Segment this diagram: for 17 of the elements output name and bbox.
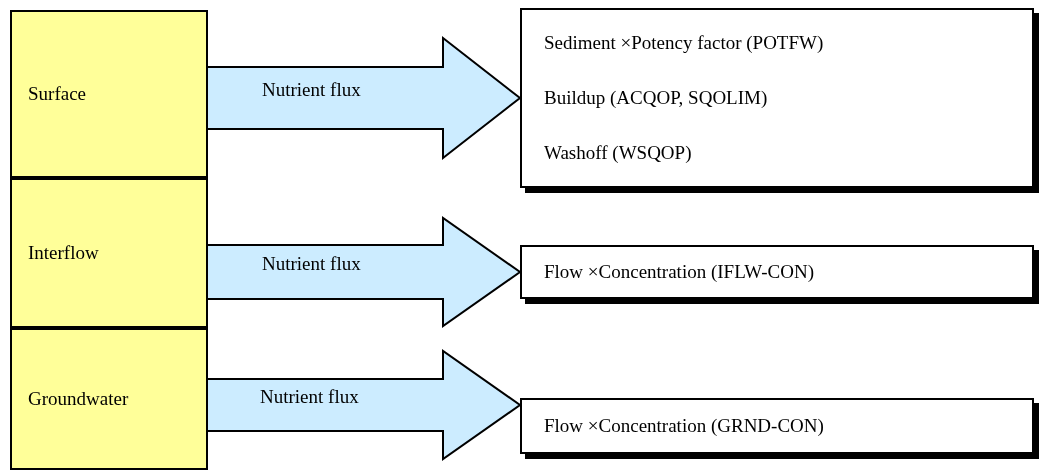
- node-text: Washoff (WSQOP): [544, 141, 693, 164]
- edge-label: Nutrient flux: [262, 253, 361, 275]
- node-text: Interflow: [28, 242, 100, 264]
- edge-label: Nutrient flux: [262, 79, 361, 101]
- node-text: Buildup (ACQOP, SQOLIM): [544, 87, 769, 109]
- block-arrow: [207, 35, 522, 161]
- node-text: Flow ×Concentration (IFLW-CON): [544, 261, 815, 283]
- layer-box: [10, 178, 208, 328]
- node-text: Groundwater: [28, 388, 130, 410]
- edge-label: Nutrient flux: [260, 386, 359, 408]
- block-arrow: [207, 349, 522, 461]
- node-text: Surface: [28, 83, 88, 105]
- layer-box: [10, 328, 208, 470]
- node-text: Flow ×Concentration (GRND-CON): [544, 415, 825, 437]
- layer-box: [10, 10, 208, 178]
- node-text: Sediment ×Potency factor (POTFW): [544, 32, 825, 55]
- block-arrow: [207, 216, 522, 328]
